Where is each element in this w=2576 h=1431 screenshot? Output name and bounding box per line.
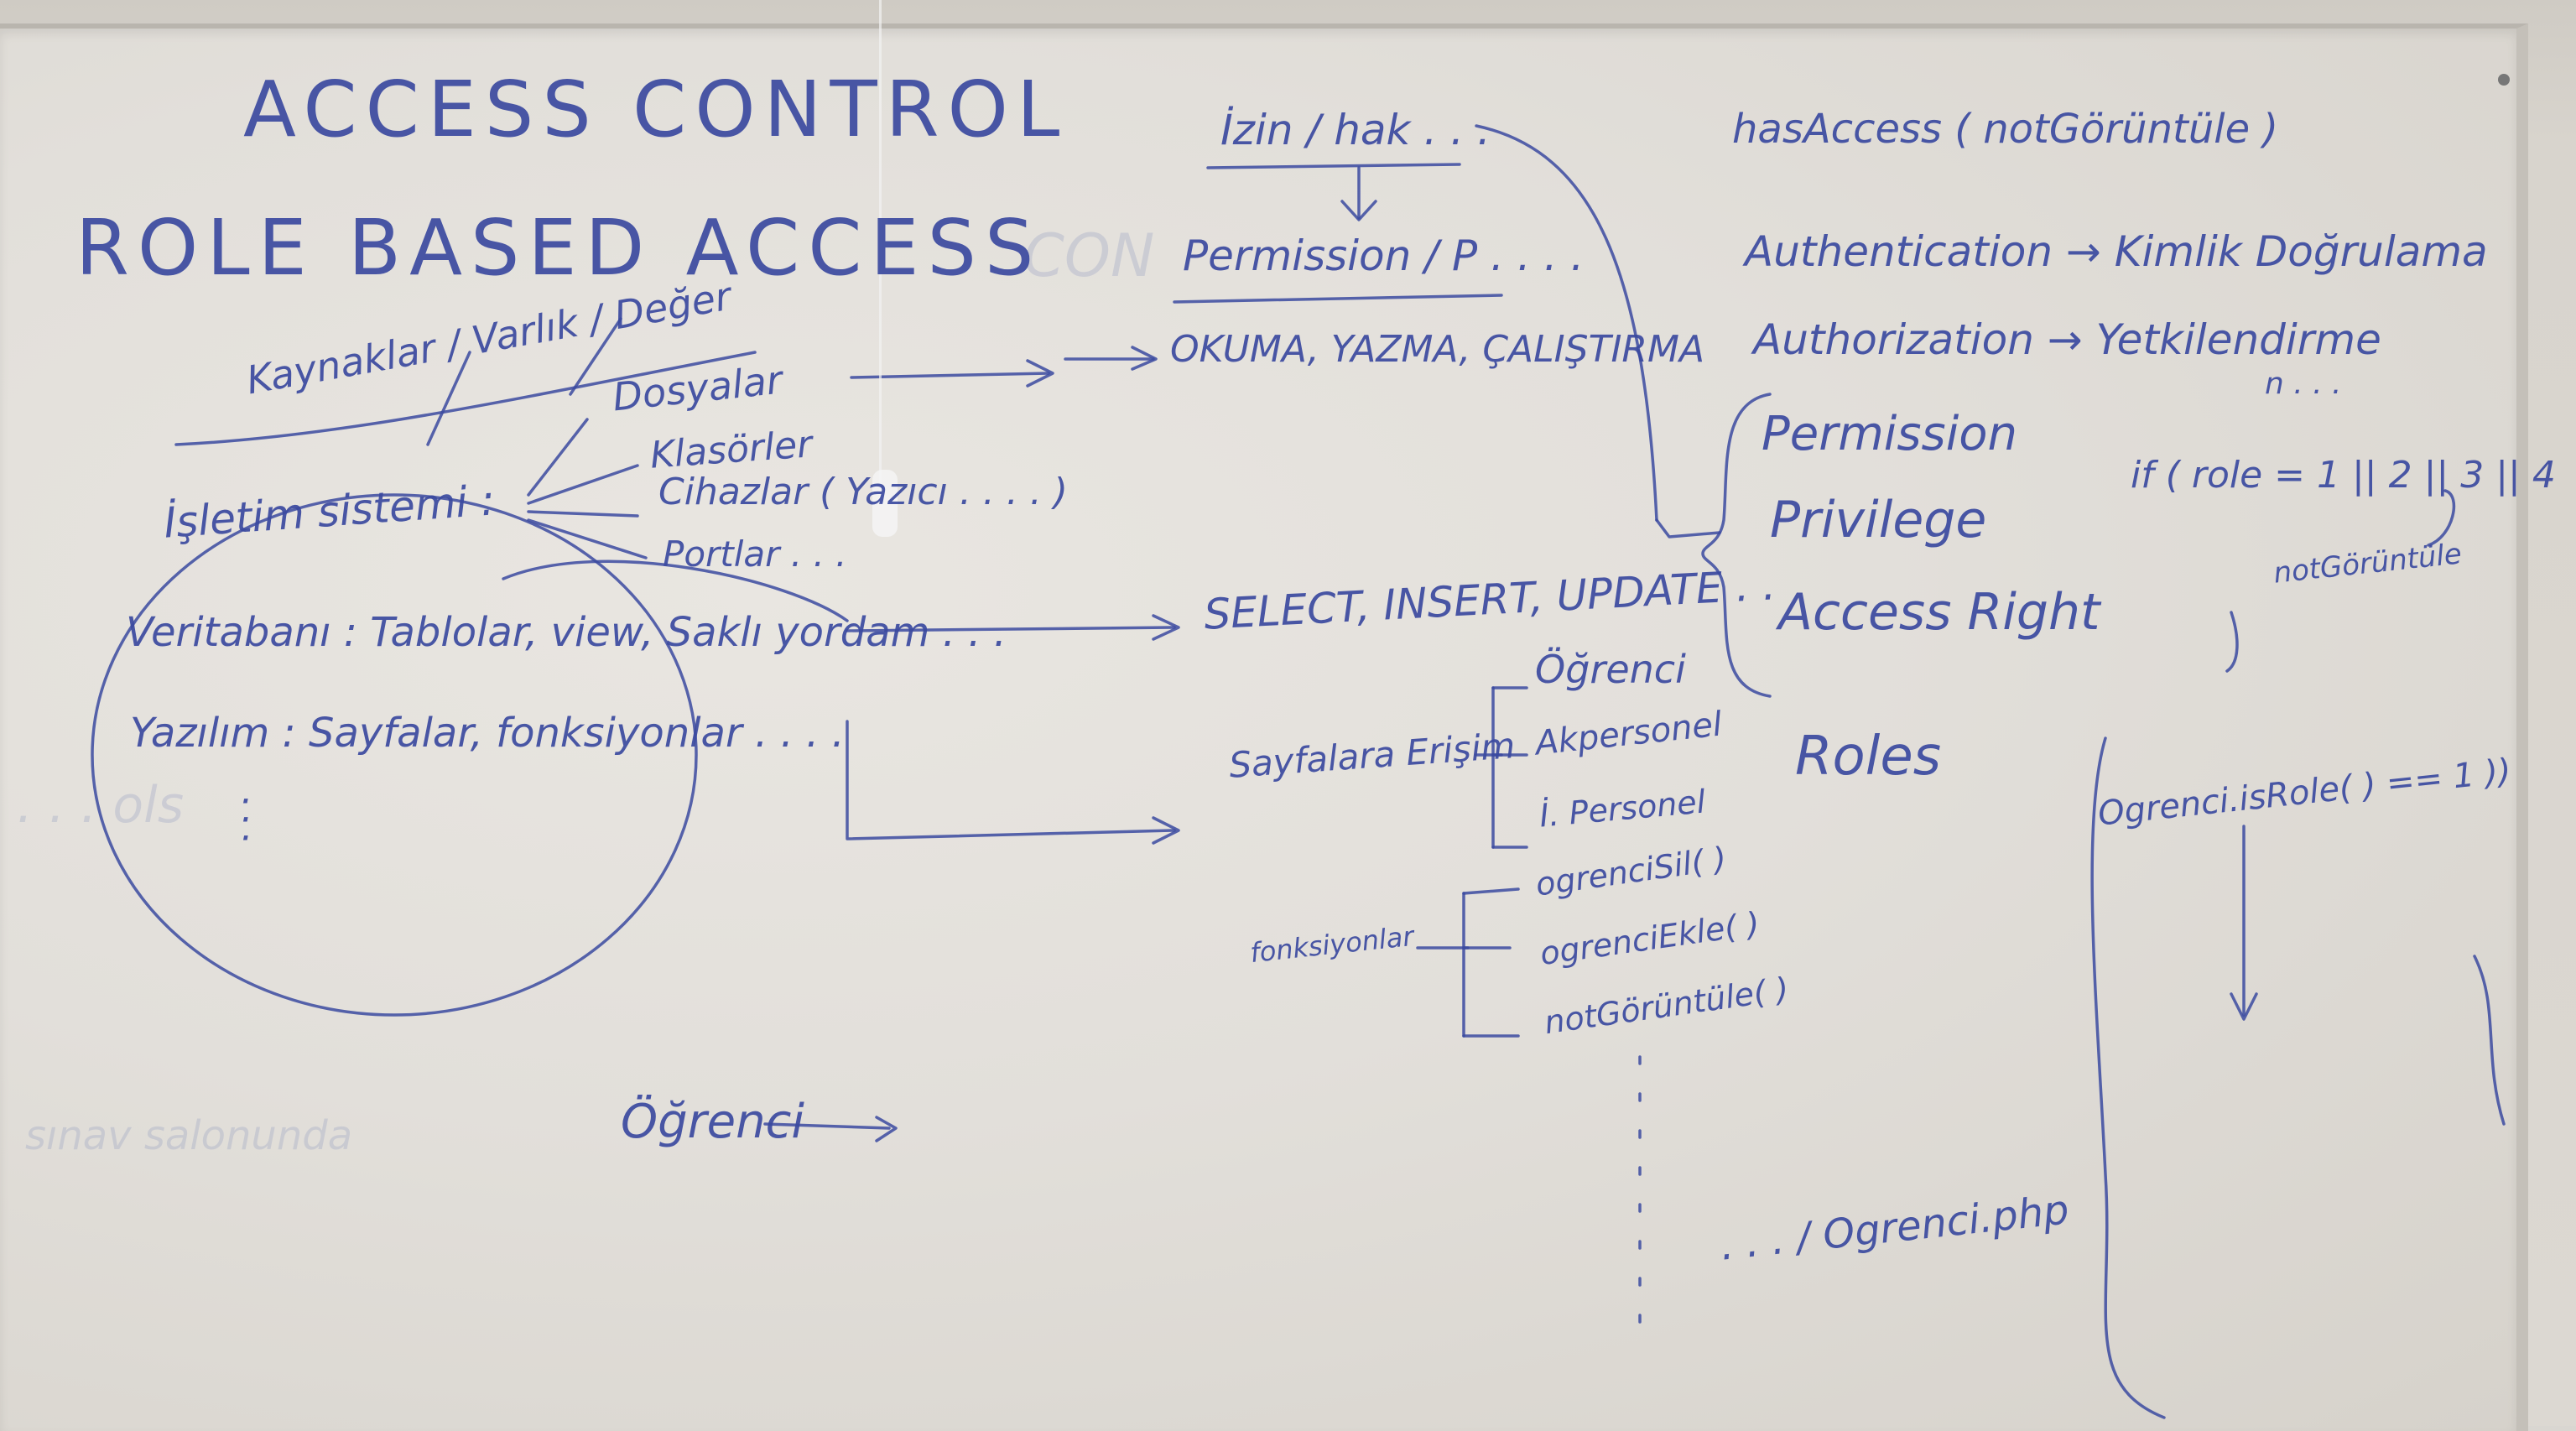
isrole-arrow-head xyxy=(2230,992,2258,1021)
authorization-line: Authorization → Yetkilendirme xyxy=(1753,315,2381,364)
os-item-portlar: Portlar . . . xyxy=(663,533,847,575)
db-loop xyxy=(502,559,849,622)
os-arrow xyxy=(527,464,639,505)
authentication-line: Authentication → Kimlik Doğrulama xyxy=(1745,227,2488,276)
db-arrow xyxy=(846,626,1176,632)
small-brace xyxy=(2473,955,2506,1126)
group-permission: Permission xyxy=(1762,407,2018,461)
erased-text: . . . ols xyxy=(17,776,185,835)
board-mount xyxy=(2498,74,2510,86)
if-close xyxy=(2225,611,2239,673)
title-access-control: ACCESS CONTROL xyxy=(243,65,1069,154)
permission-label: Permission / P . . . . xyxy=(1183,232,1585,280)
page-role-ogrenci: Öğrenci xyxy=(1535,647,1686,692)
ops-arrow-head xyxy=(1131,346,1158,371)
os-item-klasorler: Klasörler xyxy=(648,423,814,477)
header-underline xyxy=(174,351,757,446)
db-line: Veritabanı : Tablolar, view, Saklı yorda… xyxy=(126,609,1007,656)
izin-arc xyxy=(1655,518,1721,539)
header-divider xyxy=(426,351,471,446)
os-arrow xyxy=(527,418,589,497)
os-operations: OKUMA, YAZMA, ÇALIŞTIRMA xyxy=(1170,328,1705,371)
izin-arc xyxy=(1475,124,1658,522)
group-brace xyxy=(1701,393,1772,698)
header-divider xyxy=(569,317,622,396)
ogrenci-arrow-head xyxy=(875,1116,898,1142)
group-access-right: Access Right xyxy=(1778,583,2100,642)
erased-text: sınav salonunda xyxy=(25,1112,353,1159)
erased-text: CON xyxy=(1023,221,1155,290)
func-branch xyxy=(1462,887,1520,895)
os-item-cihazlar: Cihazlar ( Yazıcı . . . . ) xyxy=(658,471,1068,513)
izin-underline xyxy=(1206,163,1461,169)
resource-loop xyxy=(91,493,698,1017)
ops-arrow-head xyxy=(1026,359,1054,388)
os-arrow xyxy=(527,510,639,518)
big-brace xyxy=(2090,736,2166,1419)
izin-down-arrow-head xyxy=(1340,200,1377,221)
ogrenci-arrow xyxy=(763,1122,891,1130)
os-arrow xyxy=(527,518,648,559)
ogrenci-arrow-label: Öğrenci xyxy=(621,1095,804,1149)
db-arrow-head xyxy=(1152,614,1180,641)
group-privilege: Privilege xyxy=(1770,491,1987,549)
n-dots: n . . . xyxy=(2265,367,2342,401)
if-brace xyxy=(2427,489,2456,547)
vertical-dots: ··· xyxy=(239,780,251,860)
title-role-based-access: ROLE BASED ACCESS xyxy=(75,203,1043,293)
ops-arrow xyxy=(850,372,1050,379)
sw-arrow xyxy=(846,720,1176,840)
izin-hak: İzin / hak . . . xyxy=(1220,106,1491,154)
if-role-condition: if ( role = 1 || 2 || 3 || 4 xyxy=(2131,454,2556,497)
roles-label: Roles xyxy=(1795,726,1942,788)
permission-underline xyxy=(1173,294,1503,304)
hanging-string xyxy=(879,0,882,503)
software-line: Yazılım : Sayfalar, fonksiyonlar . . . . xyxy=(130,710,845,757)
hasaccess-call: hasAccess ( notGörüntüle ) xyxy=(1732,106,2279,153)
light-glare xyxy=(872,470,898,537)
sw-arrow-head xyxy=(1152,816,1180,845)
